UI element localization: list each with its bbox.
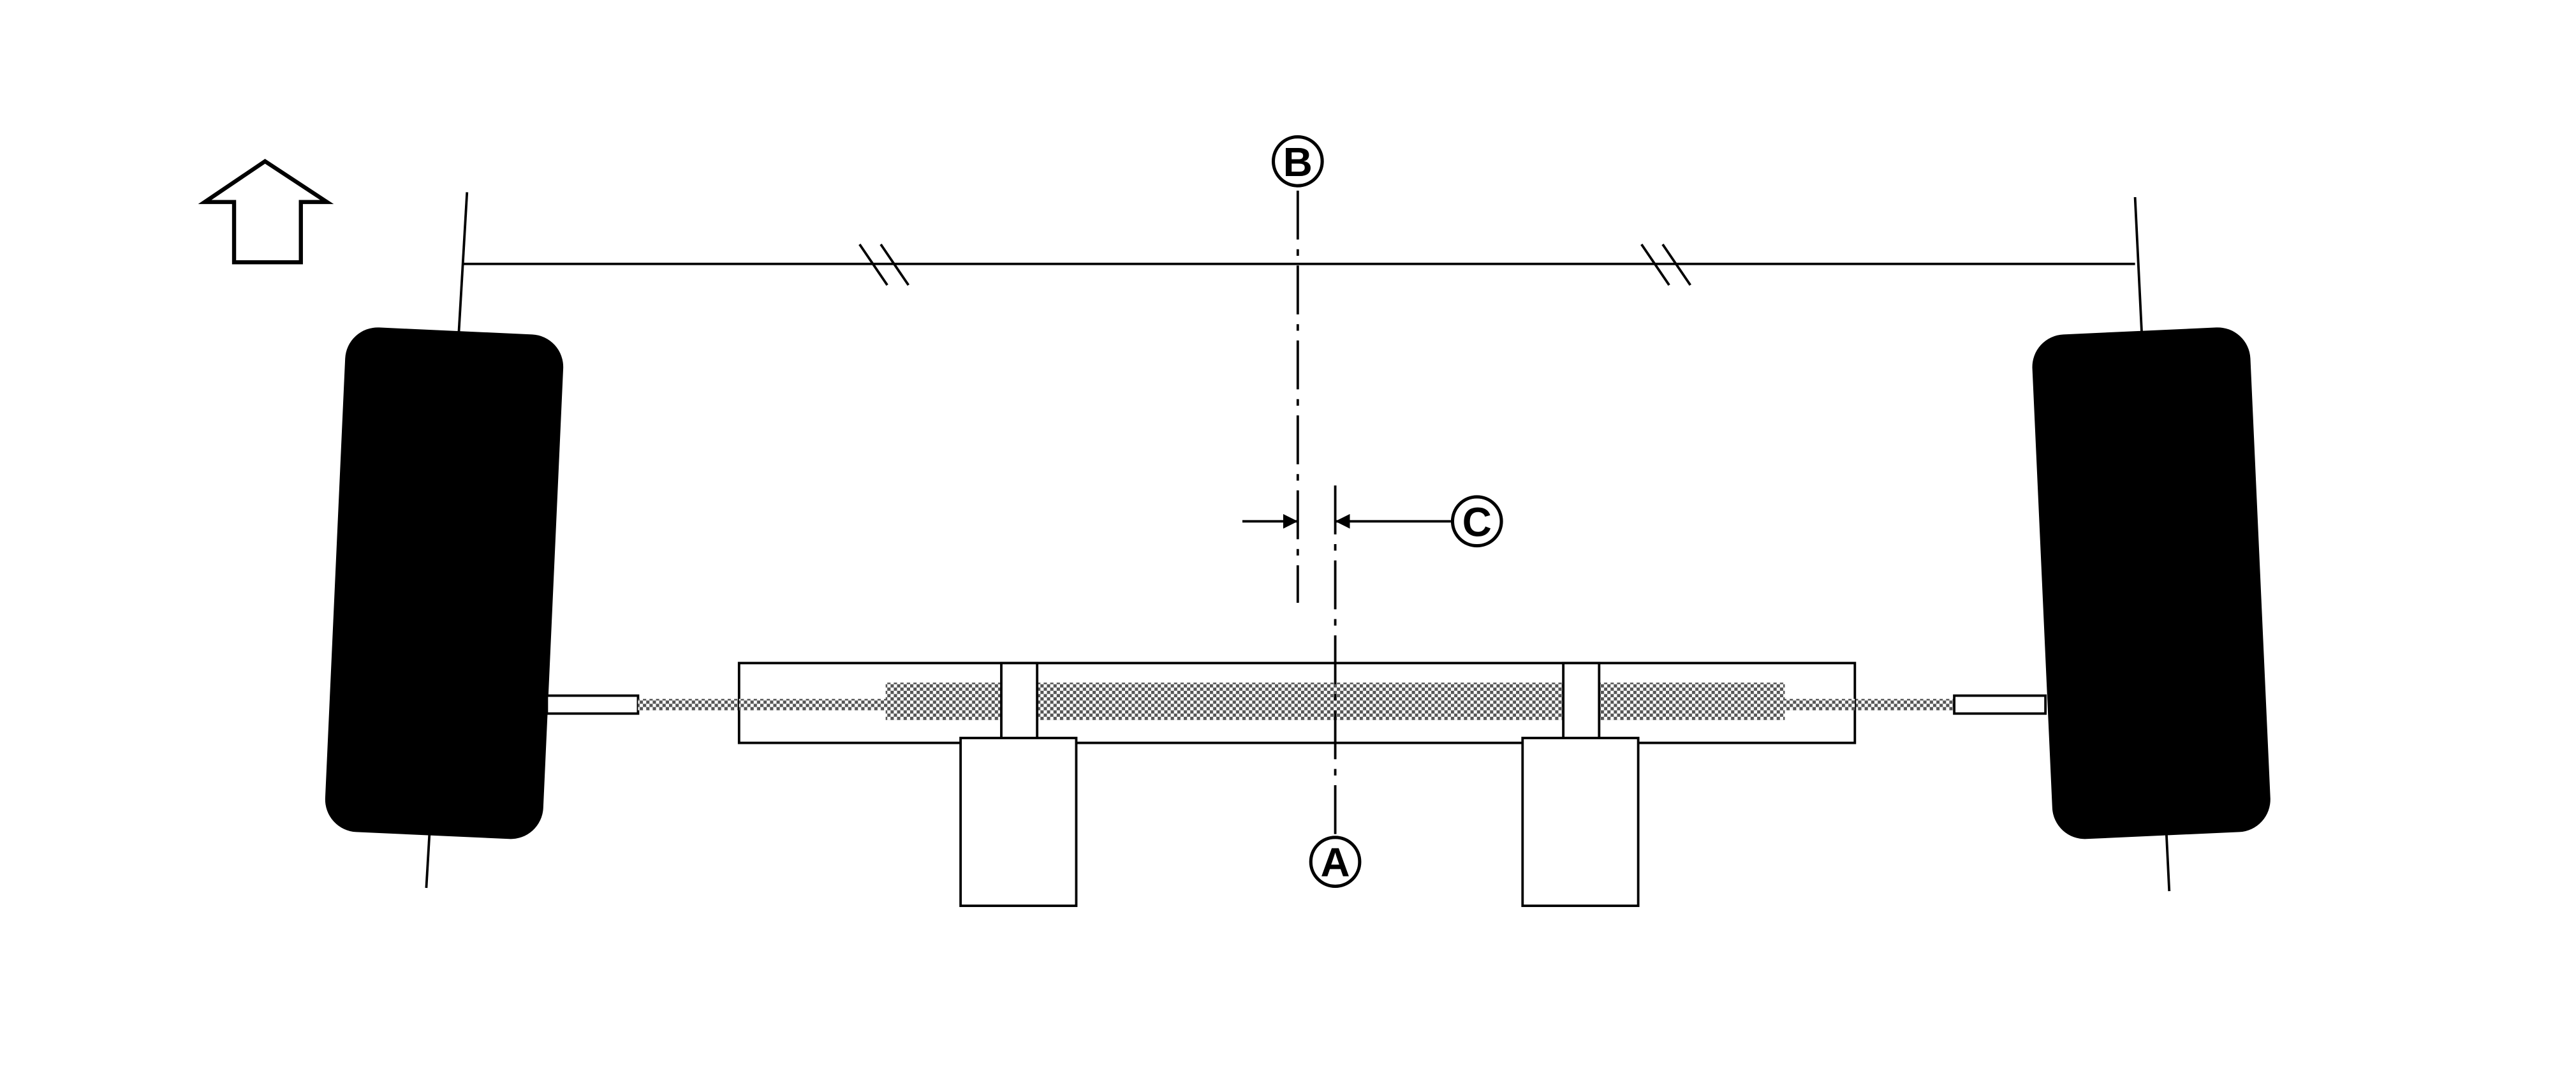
left-tie-rod <box>638 698 739 711</box>
right-tie-rod <box>1855 698 1956 711</box>
callout-c: C <box>1450 495 1503 548</box>
callout-b-label: B <box>1283 139 1313 185</box>
equal-distance-mark-right <box>1640 244 1691 286</box>
right-tire <box>2032 327 2271 839</box>
front-direction-arrow-icon <box>198 159 334 265</box>
equal-distance-mark-left <box>858 244 909 286</box>
left-tie-rod-end <box>545 694 640 715</box>
right-rack-bracket <box>1521 737 1640 907</box>
callout-a-label: A <box>1321 839 1350 885</box>
callout-c-label: C <box>1462 499 1492 545</box>
right-rack-clamp <box>1562 661 1601 744</box>
left-rack-bracket <box>959 737 1078 907</box>
callout-b: B <box>1271 135 1324 188</box>
left-rack-clamp <box>1000 661 1039 744</box>
callout-a: A <box>1309 836 1362 888</box>
left-tire <box>325 327 564 839</box>
right-tie-rod-end <box>1953 694 2047 715</box>
